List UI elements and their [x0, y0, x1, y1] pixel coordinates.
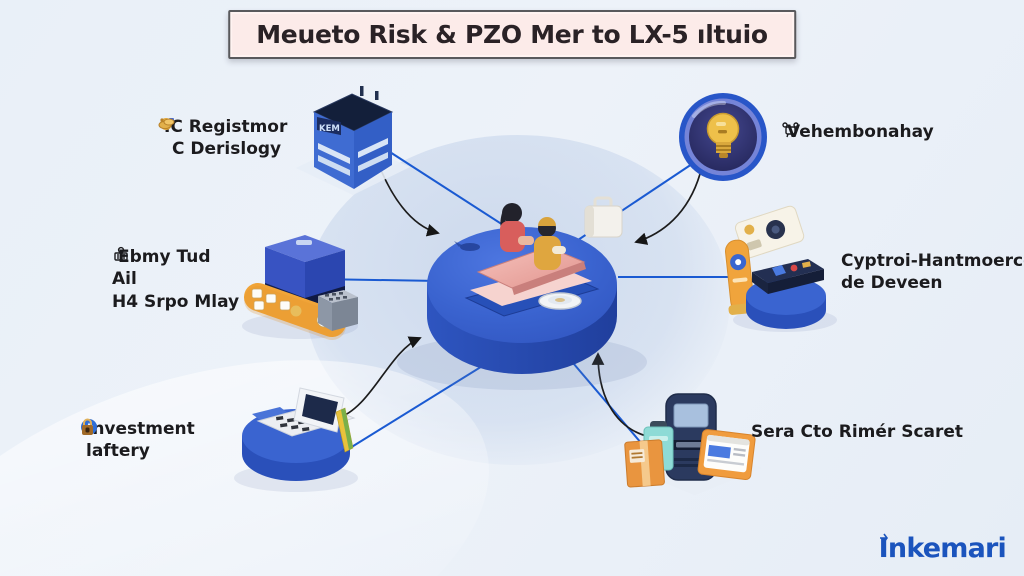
label-service: Sera Cto Rimér Scaret — [751, 421, 963, 443]
building-label: KEM — [319, 124, 340, 134]
title-banner: Meueto Risk & PZO Mer to LX-5 ıltuio — [228, 10, 796, 59]
label-commerce: Cyptroi-Hantmoerce de Deveen — [841, 250, 1024, 295]
label-investment: Investment laftery — [80, 418, 195, 463]
label-insight: Vehembonahay — [781, 121, 934, 143]
label-payment: Ebmy Tud Ail H4 Srpo Mlay — [112, 246, 239, 313]
person-left — [500, 203, 534, 252]
label-registry-line2: C Derislogy — [172, 139, 282, 160]
briefcase — [584, 196, 623, 238]
label-investment-line2: laftery — [86, 441, 150, 462]
label-service-text: Sera Cto Rimér Scaret — [751, 422, 964, 442]
brand-logo: Inkemari — [879, 533, 1008, 564]
label-registry-line1: IC Registmor — [164, 117, 288, 137]
commerce-devices-illustration — [724, 205, 837, 332]
label-insight-text: Vehembonahay — [787, 122, 934, 142]
service-kiosk-illustration — [624, 393, 762, 495]
page-title: Meueto Risk & PZO Mer to LX-5 ıltuio — [256, 20, 768, 49]
investment-station-illustration — [234, 387, 358, 492]
arrow-investment-hub-exchange — [334, 336, 422, 422]
label-payment-line2: Ail — [112, 269, 137, 290]
label-registry: IC Registmor C Derislogy — [158, 116, 287, 161]
label-commerce-line2: de Deveen — [841, 273, 943, 294]
person-right — [534, 217, 566, 270]
label-payment-line1: Ebmy Tud — [118, 247, 211, 267]
central-hub-illustration — [397, 196, 647, 390]
arrow-service-to-hub — [591, 352, 651, 438]
label-commerce-line1: Cyptroi-Hantmoerce — [841, 251, 1024, 271]
registry-building-illustration: KEM — [296, 86, 410, 195]
insight-bulb-illustration — [679, 93, 767, 181]
label-investment-line1: Investment — [86, 419, 195, 439]
brand-logo-text: Inkemari — [878, 533, 1007, 564]
arrow-insight-to-hub — [634, 173, 701, 245]
plate — [538, 292, 582, 310]
payment-terminal-illustration — [242, 235, 358, 340]
label-payment-line3: H4 Srpo Mlay — [112, 291, 240, 312]
